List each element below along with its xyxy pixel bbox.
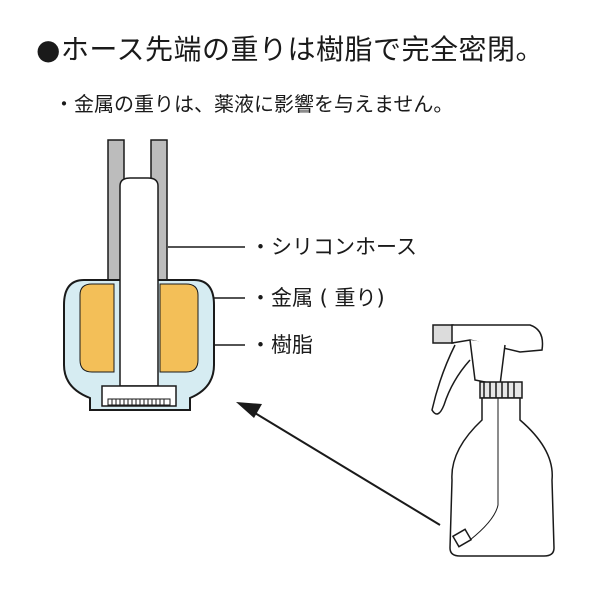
grate-lines — [111, 399, 165, 405]
arrow-icon — [249, 409, 441, 526]
spray-bottle-icon — [431, 324, 555, 557]
page-subtitle: ・金属の重りは、薬液に影響を与えません。 — [54, 92, 454, 116]
bottom-grate — [107, 398, 171, 406]
label-metal-weight: ・金属 ( 重り) — [250, 286, 385, 310]
page-title: ●ホース先端の重りは樹脂で完全密閉。 — [36, 33, 545, 66]
metal-weight-right — [159, 283, 199, 373]
arrow-head-icon — [236, 402, 262, 418]
metal-weight-left — [79, 283, 115, 373]
label-silicone-hose: ・シリコンホース — [250, 235, 417, 259]
label-resin: ・樹脂 — [250, 333, 313, 357]
inner-tube — [119, 177, 159, 387]
